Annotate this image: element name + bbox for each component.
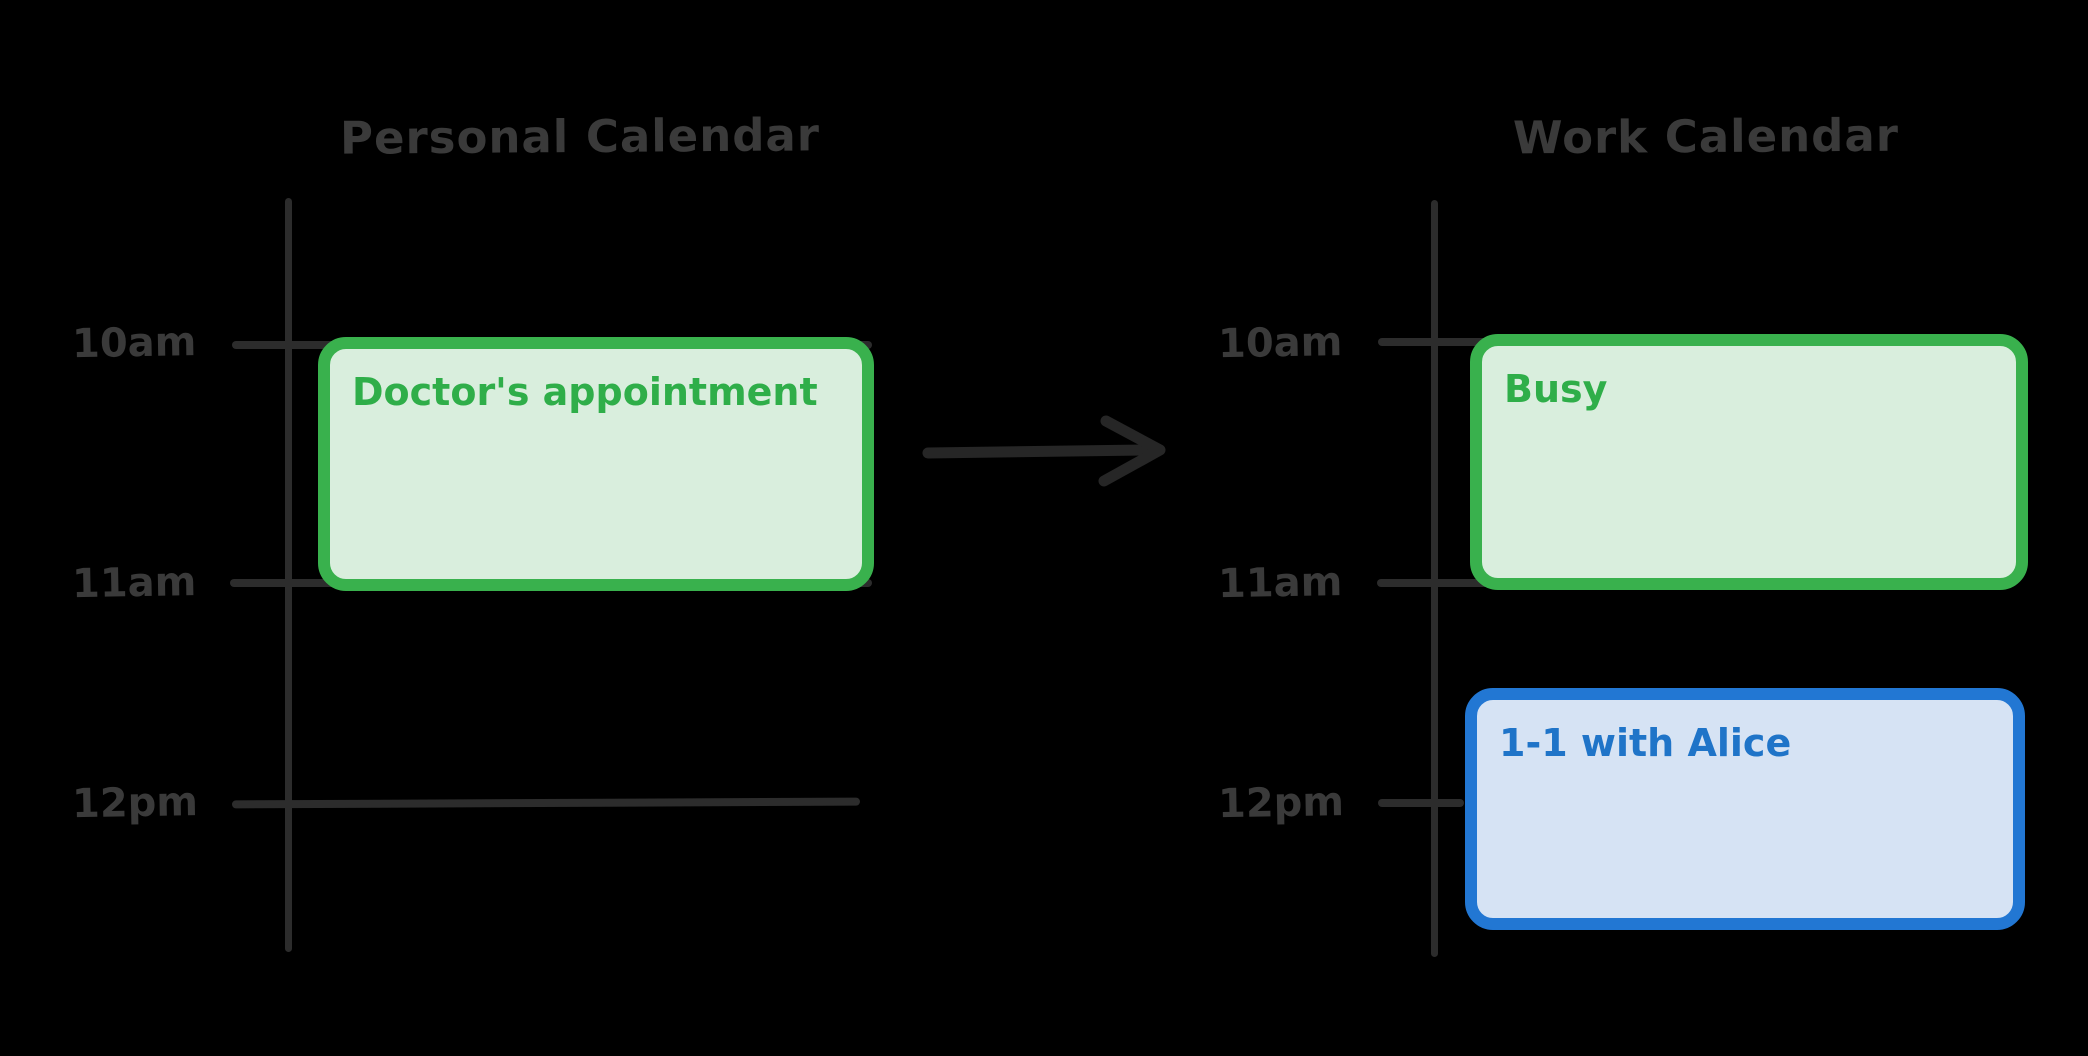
time-label-11am-work: 11am	[1217, 559, 1343, 608]
time-label-11am-personal: 11am	[71, 559, 197, 608]
event-doctors-appointment-label: Doctor's appointment	[352, 370, 818, 414]
event-busy: Busy	[1470, 334, 2028, 590]
event-1-1-with-alice: 1-1 with Alice	[1465, 688, 2025, 930]
event-doctors-appointment: Doctor's appointment	[318, 337, 874, 591]
hour-line-12pm-personal	[231, 797, 861, 809]
time-label-12pm-work: 12pm	[1217, 779, 1345, 828]
event-1-1-with-alice-label: 1-1 with Alice	[1499, 721, 1792, 765]
personal-calendar-title: Personal Calendar	[339, 108, 821, 165]
hour-line-12pm-work	[1378, 799, 1464, 807]
time-axis-work	[1431, 200, 1438, 957]
time-axis-personal	[285, 198, 292, 952]
event-busy-label: Busy	[1504, 367, 1608, 411]
time-label-10am-work: 10am	[1217, 319, 1343, 368]
time-label-10am-personal: 10am	[71, 319, 197, 368]
time-label-12pm-personal: 12pm	[71, 779, 199, 828]
work-calendar-title: Work Calendar	[1512, 108, 1900, 165]
